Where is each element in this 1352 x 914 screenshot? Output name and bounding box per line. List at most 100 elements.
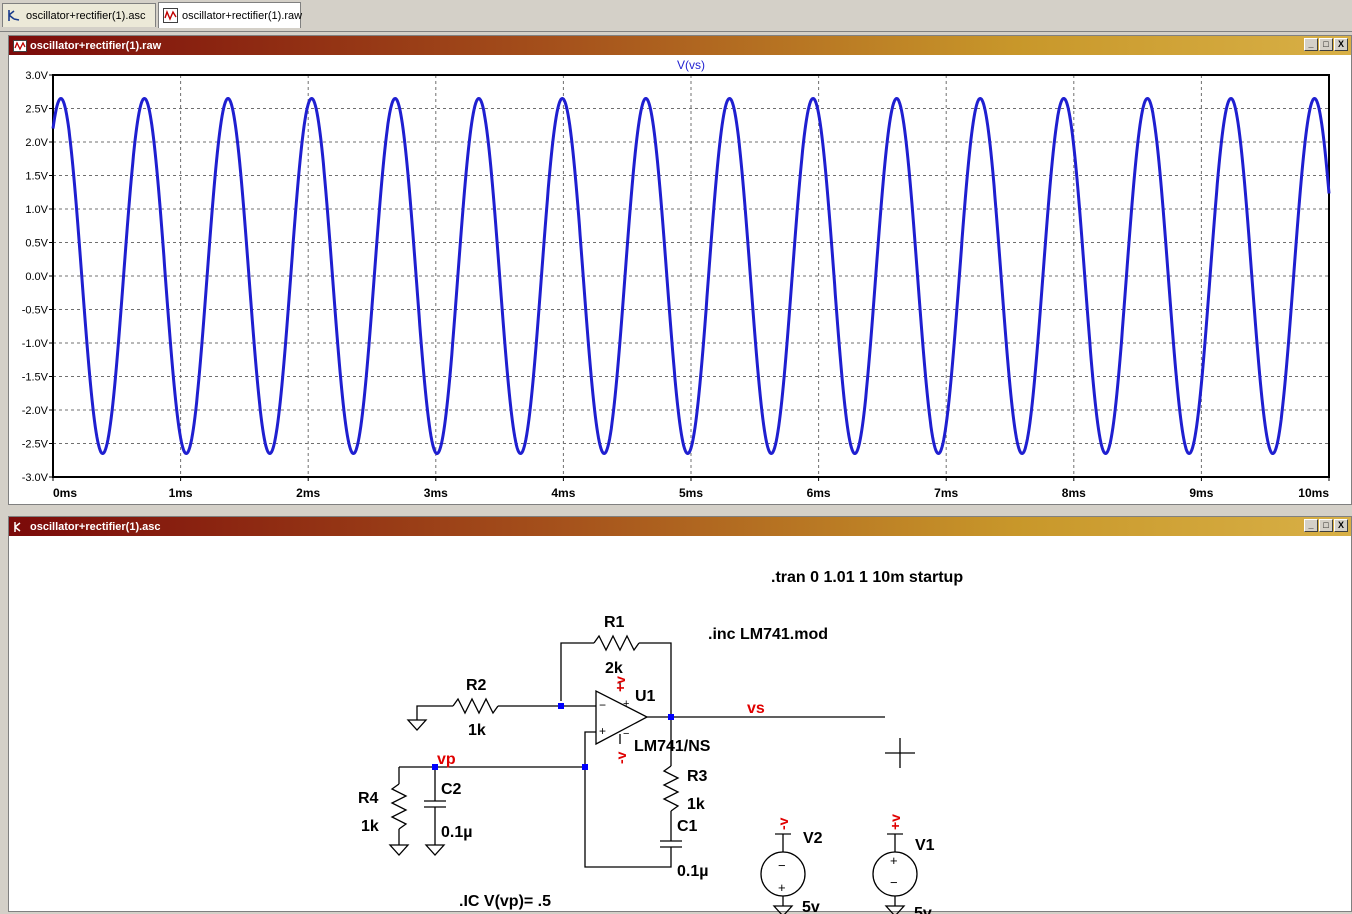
y-tick-label: -1.5V: [22, 372, 49, 384]
y-tick-label: 2.5V: [25, 104, 48, 116]
v2-minus-mark: −: [778, 858, 786, 873]
junction-dot: [558, 703, 564, 709]
resistor-r2: [452, 697, 499, 715]
restore-button[interactable]: □: [1319, 519, 1333, 532]
v1-value[interactable]: 5v: [914, 905, 932, 914]
minimize-button[interactable]: _: [1304, 38, 1318, 51]
r1-name[interactable]: R1: [604, 614, 625, 631]
minimize-button[interactable]: _: [1304, 519, 1318, 532]
y-tick-label: 1.0V: [25, 204, 48, 216]
window-title: oscillator+rectifier(1).raw: [30, 39, 162, 52]
inc-directive[interactable]: .inc LM741.mod: [708, 626, 828, 643]
close-button[interactable]: X: [1334, 38, 1348, 51]
plot-grid: [53, 75, 1329, 477]
x-tick-label: 0ms: [53, 486, 77, 500]
junction-dot: [668, 714, 674, 720]
opamp-u1: [595, 689, 649, 746]
schematic-window-titlebar[interactable]: oscillator+rectifier(1).asc _ □ X: [9, 517, 1351, 536]
window-title: oscillator+rectifier(1).asc: [30, 520, 161, 533]
r3-value[interactable]: 1k: [687, 796, 705, 813]
resistor-r1: [593, 634, 640, 652]
v2-name[interactable]: V2: [803, 830, 823, 847]
x-tick-label: 2ms: [296, 486, 320, 500]
r4-value[interactable]: 1k: [361, 818, 379, 835]
ground-symbol: [884, 905, 906, 914]
ground-symbol: [388, 844, 410, 856]
x-tick-label: 1ms: [169, 486, 193, 500]
wire: [560, 642, 594, 701]
tab-waveform[interactable]: oscillator+rectifier(1).raw: [158, 2, 303, 28]
y-tick-label: -2.0V: [22, 405, 49, 417]
resistor-r4: [390, 783, 408, 830]
v1-name[interactable]: V1: [915, 837, 935, 854]
schematic-icon: [14, 521, 21, 532]
r2-value[interactable]: 1k: [468, 722, 486, 739]
wire: [584, 767, 672, 868]
waveform-window-titlebar[interactable]: oscillator+rectifier(1).raw _ □ X: [9, 36, 1351, 55]
net-label-vs[interactable]: vs: [747, 700, 765, 717]
capacitor-c2: [424, 800, 446, 808]
y-tick-label: -1.0V: [22, 338, 49, 350]
v2-net-label: -v: [775, 817, 791, 830]
y-tick-label: 0.5V: [25, 238, 48, 250]
x-tick-label: 5ms: [679, 486, 703, 500]
ic-directive[interactable]: .IC V(vp)= .5: [459, 893, 551, 910]
r3-name[interactable]: R3: [687, 768, 708, 785]
opamp-vminus-pin-mark: −: [623, 728, 629, 740]
v2-plus-mark: +: [778, 880, 786, 895]
c2-value[interactable]: 0.1µ: [441, 824, 472, 841]
x-tick-label: 4ms: [551, 486, 575, 500]
resistor-r3: [662, 765, 680, 812]
x-tick-label: 9ms: [1189, 486, 1213, 500]
opamp-vminus-label: -v: [613, 751, 629, 764]
waveform-window: oscillator+rectifier(1).raw _ □ X 3.0V 2.…: [8, 35, 1352, 505]
opamp-inverting-mark: −: [599, 698, 606, 712]
opamp-vplus-label: +v: [612, 676, 628, 692]
restore-button[interactable]: □: [1319, 38, 1333, 51]
document-tab-bar: oscillator+rectifier(1).asc oscillator+r…: [0, 0, 1352, 32]
capacitor-c1: [660, 840, 682, 848]
schematic-icon: [8, 10, 20, 21]
r2-name[interactable]: R2: [466, 677, 487, 694]
y-tick-label: 1.5V: [25, 171, 48, 183]
trace-label[interactable]: V(vs): [677, 58, 705, 72]
u1-model[interactable]: LM741/NS: [634, 738, 711, 755]
opamp-minus-pin-label: +: [623, 698, 629, 710]
y-tick-label: -2.5V: [22, 439, 49, 451]
ground-symbol: [424, 844, 446, 856]
junction-dot: [582, 764, 588, 770]
opamp-noninverting-mark: +: [599, 724, 606, 738]
waveform-icon: [13, 39, 27, 52]
y-tick-label: -0.5V: [22, 305, 49, 317]
tab-label: oscillator+rectifier(1).asc: [26, 9, 146, 22]
c1-value[interactable]: 0.1µ: [677, 863, 708, 880]
waveform-icon: [163, 8, 178, 23]
net-label-vp[interactable]: vp: [437, 751, 456, 768]
v1-minus-mark: −: [890, 875, 898, 890]
r4-name[interactable]: R4: [358, 790, 379, 807]
schematic-canvas[interactable]: .tran 0 1.01 1 10m startup .inc LM741.mo…: [9, 536, 1351, 914]
tab-schematic[interactable]: oscillator+rectifier(1).asc: [2, 3, 156, 27]
ground-symbol: [406, 719, 428, 731]
cursor-crosshair: [885, 738, 915, 768]
wire: [584, 731, 596, 767]
x-tick-label: 8ms: [1062, 486, 1086, 500]
tab-label: oscillator+rectifier(1).raw: [182, 9, 303, 22]
x-tick-label: 7ms: [934, 486, 958, 500]
v1-net-label: +v: [887, 814, 903, 830]
r1-value[interactable]: 2k: [605, 660, 623, 677]
close-button[interactable]: X: [1334, 519, 1348, 532]
schematic-window: oscillator+rectifier(1).asc _ □ X: [8, 516, 1352, 914]
trace-vvs[interactable]: [51, 97, 1331, 455]
u1-name[interactable]: U1: [635, 688, 656, 705]
v2-value[interactable]: 5v: [802, 899, 820, 914]
v1-plus-mark: +: [890, 853, 898, 868]
y-tick-label: 3.0V: [25, 70, 48, 82]
tran-directive[interactable]: .tran 0 1.01 1 10m startup: [771, 569, 963, 586]
c1-name[interactable]: C1: [677, 818, 698, 835]
y-tick-label: 0.0V: [25, 271, 48, 283]
x-tick-label: 10ms: [1298, 486, 1329, 500]
waveform-plot[interactable]: 3.0V 2.5V 2.0V 1.5V 1.0V 0.5V 0.0V -0.5V -1.0V -1…: [9, 55, 1351, 504]
c2-name[interactable]: C2: [441, 781, 462, 798]
y-tick-label: 2.0V: [25, 137, 48, 149]
